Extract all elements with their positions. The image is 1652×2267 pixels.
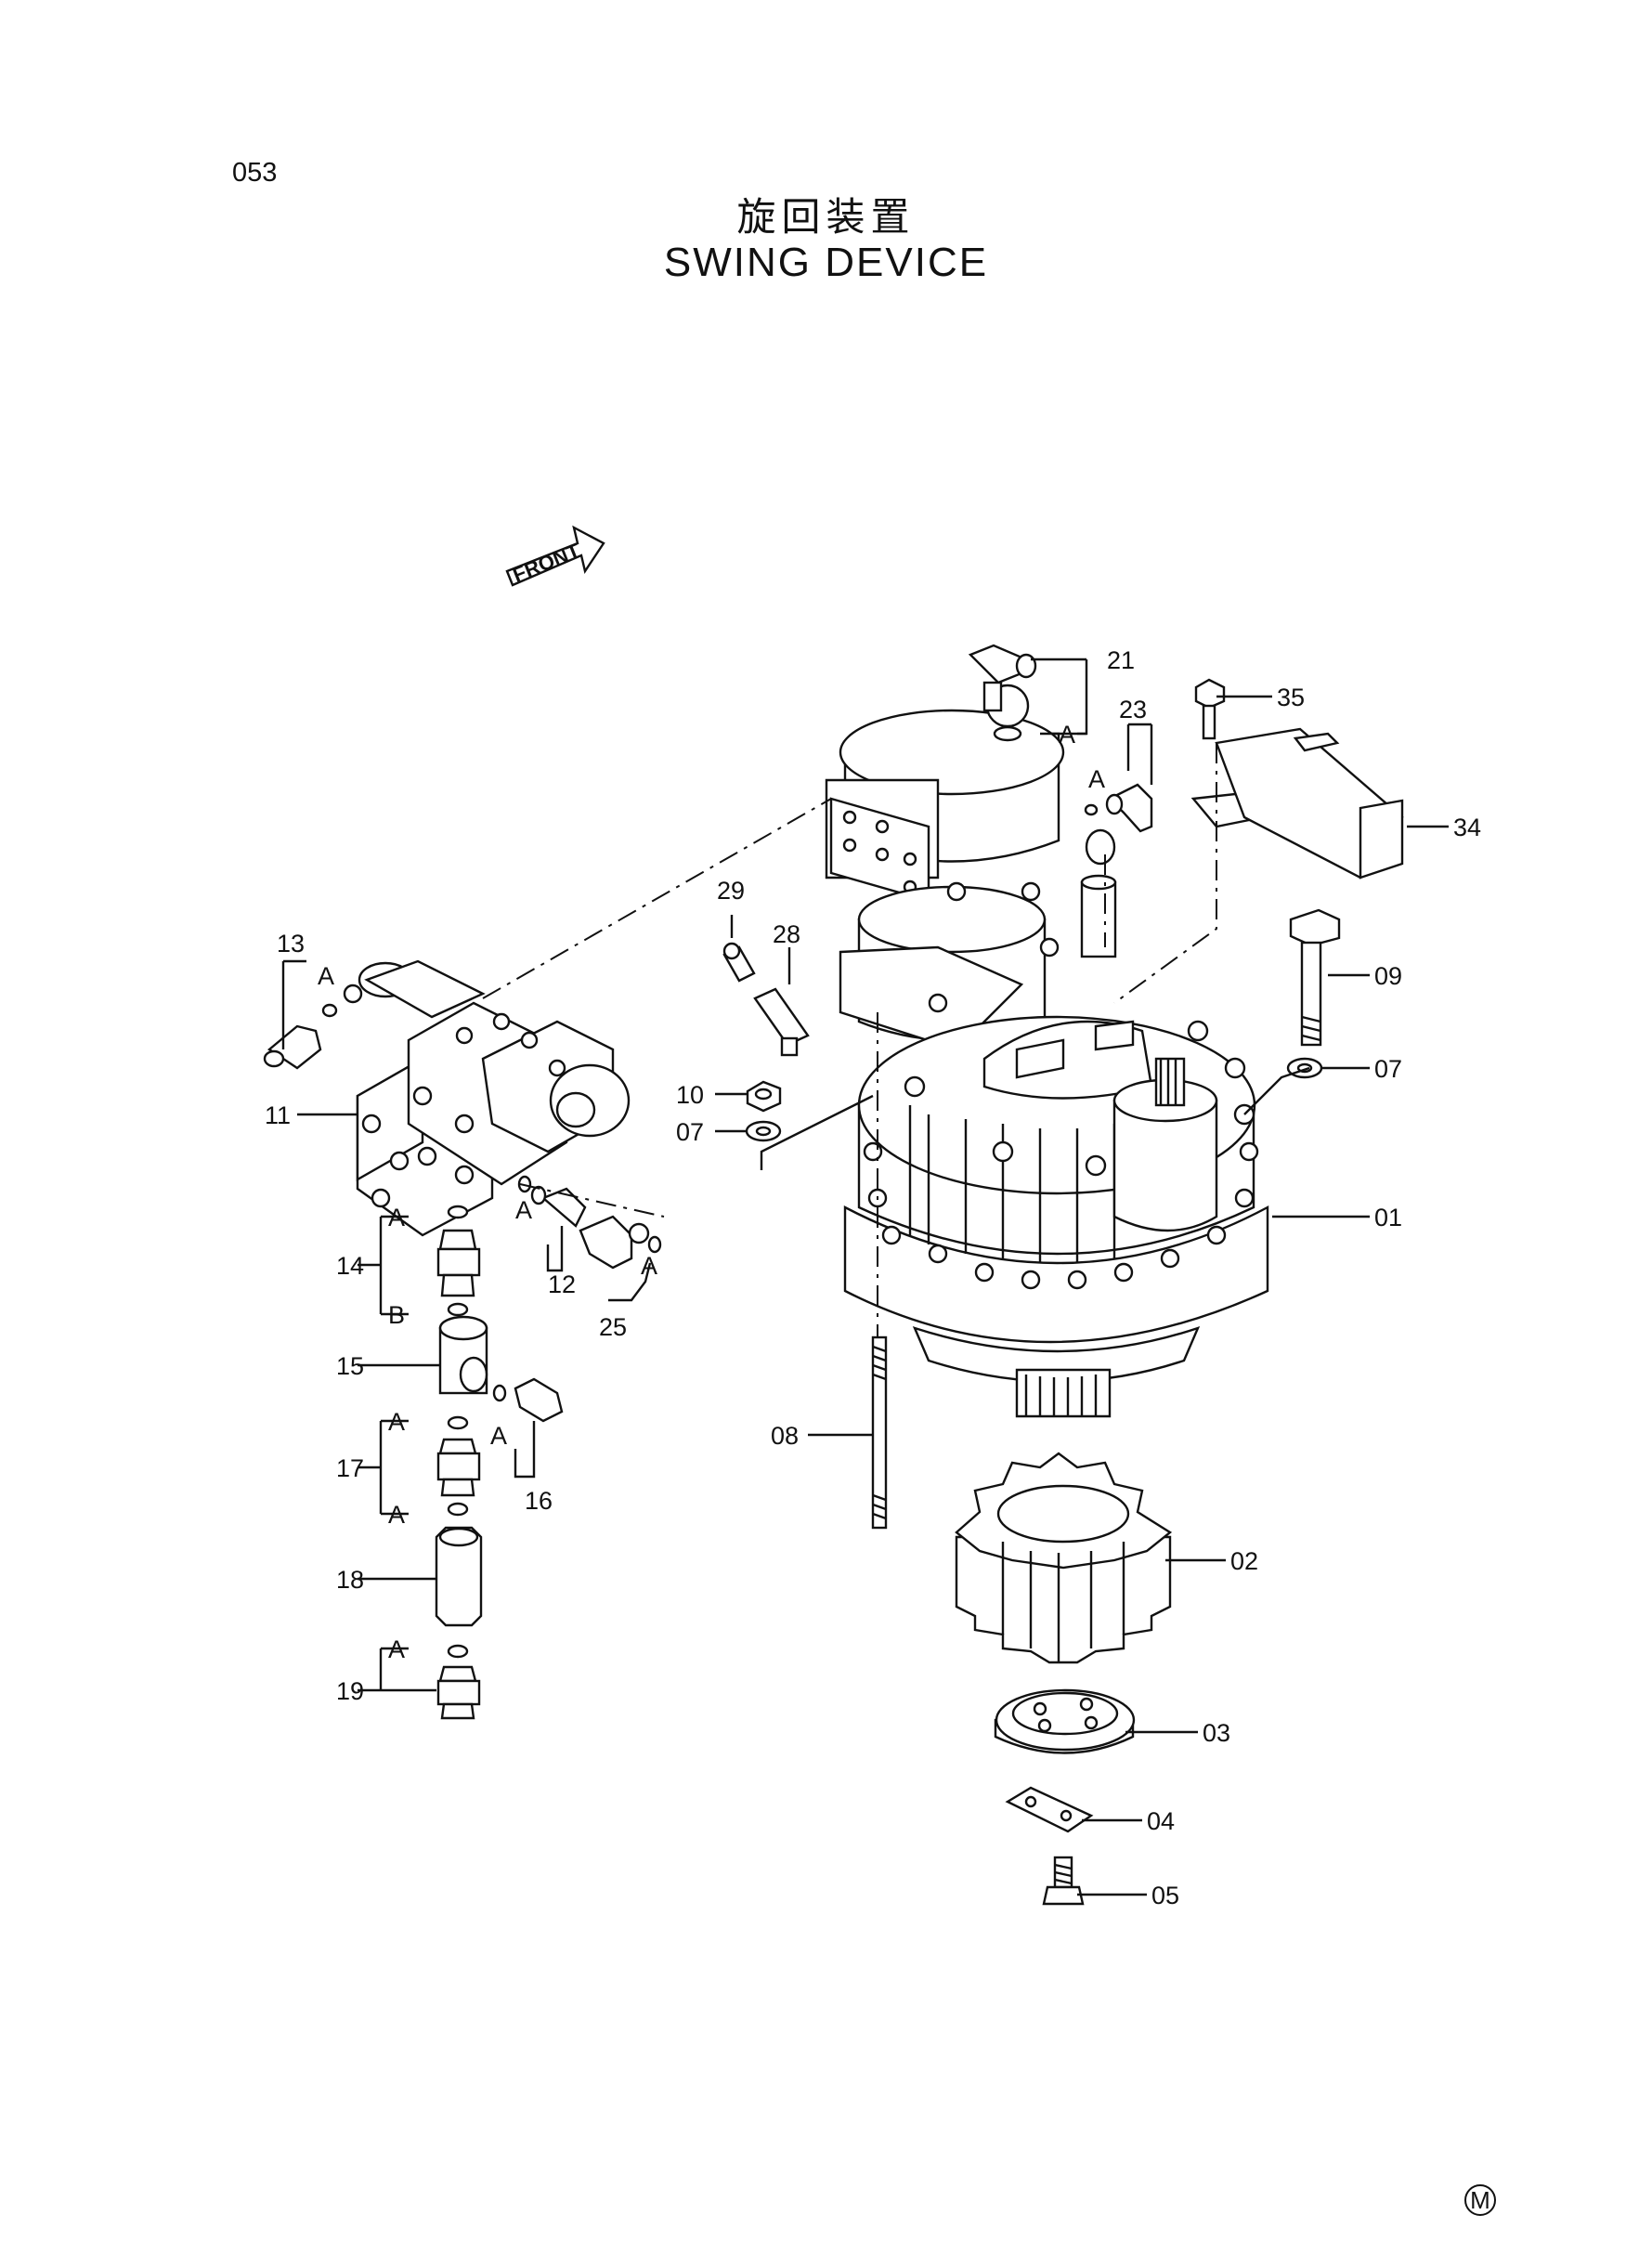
tee-15 — [438, 1315, 488, 1395]
callout-16: 16 — [525, 1487, 553, 1515]
o-ring-top — [993, 725, 1022, 742]
callout-09: 09 — [1374, 962, 1402, 990]
front-label: FRONT — [510, 539, 584, 587]
air-bleed-fitting — [263, 1003, 338, 1070]
callout-35: 35 — [1277, 684, 1305, 711]
sub-letter-a: A — [490, 1422, 507, 1450]
callout-25: 25 — [599, 1313, 627, 1341]
callout-11: 11 — [265, 1101, 291, 1129]
sub-letter-a: A — [1088, 765, 1105, 793]
adapter-19 — [436, 1644, 481, 1720]
check-valve-25 — [579, 1215, 662, 1270]
sub-letter-a: A — [388, 1408, 405, 1436]
callout-18: 18 — [336, 1566, 364, 1594]
sub-letter-a: A — [318, 962, 334, 990]
bracket — [1190, 727, 1404, 879]
callout-28: 28 — [773, 920, 800, 948]
front-arrow: FRONT — [505, 525, 605, 587]
bolt — [1289, 908, 1341, 1047]
sub-letter-a: A — [1059, 721, 1075, 749]
adapter-17 — [436, 1415, 481, 1517]
extension-18 — [435, 1526, 483, 1627]
sub-letter-b: B — [388, 1301, 405, 1329]
nut — [746, 1080, 782, 1113]
elbow-fitting — [1084, 783, 1153, 833]
check-plug — [722, 942, 756, 983]
callout-03: 03 — [1203, 1719, 1230, 1747]
page-number: 053 — [232, 158, 278, 188]
diagram-title: SWING DEVICE — [663, 240, 989, 285]
callout-12: 12 — [548, 1270, 576, 1298]
callout-05: 05 — [1151, 1882, 1179, 1909]
callout-01: 01 — [1374, 1204, 1402, 1231]
callout-08: 08 — [771, 1422, 799, 1450]
callout-10: 10 — [676, 1081, 704, 1109]
sub-letter-a: A — [641, 1252, 657, 1280]
callout-13: 13 — [277, 930, 305, 958]
stud — [871, 1335, 888, 1530]
callout-19: 19 — [336, 1677, 364, 1705]
callout-14: 14 — [336, 1252, 364, 1280]
washer-left — [745, 1120, 782, 1142]
cover-bolt — [1042, 1856, 1085, 1906]
corner-mark: M — [1464, 2184, 1496, 2216]
callout-29: 29 — [717, 877, 745, 905]
lock-plate — [1005, 1786, 1094, 1833]
pinion-gear — [955, 1452, 1173, 1664]
relief-plug — [753, 987, 810, 1057]
callout-17: 17 — [336, 1454, 364, 1482]
callout-34: 34 — [1453, 814, 1481, 841]
adapter-14 — [436, 1205, 481, 1317]
tee-fitting — [968, 644, 1037, 712]
callout-02: 02 — [1230, 1547, 1258, 1575]
bracket-bolt — [1194, 678, 1226, 740]
sub-letter-a: A — [515, 1196, 532, 1224]
callout-07-right: 07 — [1374, 1055, 1402, 1083]
sub-letter-a: A — [388, 1501, 405, 1529]
control-valve — [343, 959, 631, 1237]
callout-07-left: 07 — [676, 1118, 704, 1146]
reduction-gear-housing — [843, 1015, 1269, 1418]
adapter-16 — [492, 1377, 564, 1423]
callout-23: 23 — [1119, 696, 1147, 723]
sub-letter-a: A — [388, 1204, 405, 1231]
callout-04: 04 — [1147, 1807, 1175, 1835]
sub-letter-a: A — [388, 1635, 405, 1663]
diagram-title-japanese: 旋回装置 — [736, 194, 916, 240]
connector-12 — [517, 1175, 587, 1228]
cover-plate — [994, 1688, 1136, 1754]
callout-15: 15 — [336, 1352, 364, 1380]
callout-21: 21 — [1107, 646, 1135, 674]
